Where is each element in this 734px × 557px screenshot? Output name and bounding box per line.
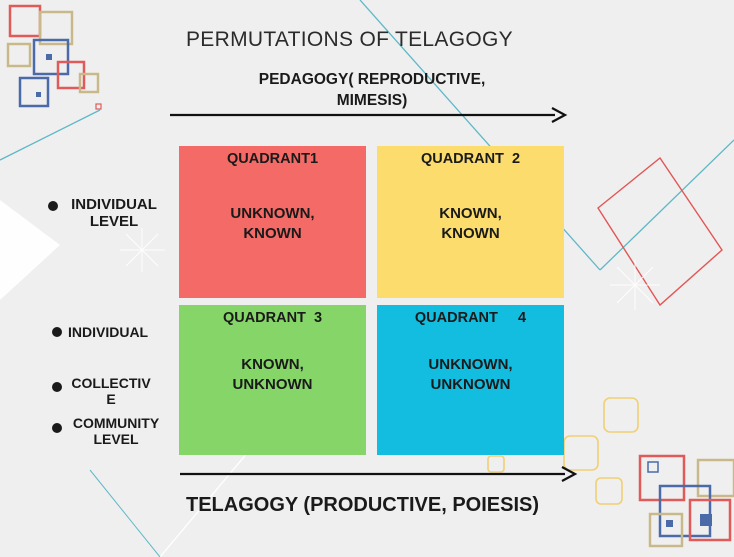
quadrant-2-line2: KNOWN [441, 225, 500, 242]
quadrant-4-title: QUADRANT 4 [414, 310, 527, 326]
row-label-collective-line2: E [106, 391, 116, 407]
row-label-collective-line1: COLLECTIV [71, 375, 151, 391]
quadrant-3-title: QUADRANT 3 [222, 310, 323, 326]
quadrant-1: QUADRANT1 UNKNOWN, KNOWN [179, 146, 366, 298]
bullet-dot [52, 382, 62, 392]
row-label-community-level-line1: COMMUNITY [72, 415, 160, 431]
bullet-dot [52, 423, 62, 433]
row-label-community-level: COMMUNITY LEVEL [66, 415, 166, 447]
quadrant-4-body: UNKNOWN, UNKNOWN [377, 355, 564, 395]
diagonal-line [89, 469, 161, 557]
bullet-dot [48, 201, 58, 211]
bottom-axis-arrow [180, 466, 578, 482]
quadrant-3: QUADRANT 3 KNOWN, UNKNOWN [179, 305, 366, 455]
quadrant-2: QUADRANT 2 KNOWN, KNOWN [377, 146, 564, 298]
quadrant-4: QUADRANT 4 UNKNOWN, UNKNOWN [377, 305, 564, 455]
quadrant-2-title: QUADRANT 2 [420, 151, 521, 167]
top-axis-label-line1: PEDAGOGY( REPRODUCTIVE, [258, 71, 486, 88]
squares-pattern-top-left [6, 4, 100, 108]
row-label-individual-level-line2: LEVEL [89, 213, 139, 230]
quadrant-2-body: KNOWN, KNOWN [377, 204, 564, 244]
bottom-axis-label: TELAGOGY (PRODUCTIVE, POIESIS) [186, 494, 540, 516]
quadrant-1-title: QUADRANT1 [226, 151, 319, 167]
bullet-dot [52, 327, 62, 337]
squares-pattern-bottom-right [638, 454, 734, 548]
quadrant-2-line1: KNOWN, [439, 205, 502, 222]
quadrant-1-line2: KNOWN [243, 225, 302, 242]
row-label-collective: COLLECTIV E [70, 375, 152, 407]
top-axis-label-line2: MIMESIS) [336, 92, 408, 109]
squares-pattern-bottom-right-dots [647, 461, 712, 527]
top-axis-label: PEDAGOGY( REPRODUCTIVE, MIMESIS) [222, 69, 522, 111]
diagonal-line [599, 139, 734, 271]
quadrant-3-line1: KNOWN, [241, 356, 304, 373]
row-label-individual-level-line1: INDIVIDUAL [71, 196, 157, 213]
row-label-individual: INDIVIDUAL [68, 324, 149, 340]
quadrant-3-line2: UNKNOWN [232, 376, 313, 393]
diagram-title: PERMUTATIONS OF TELAGOGY [186, 28, 513, 51]
diagonal-line [0, 109, 101, 161]
quadrant-4-line1: UNKNOWN, [428, 356, 513, 373]
quadrant-4-line2: UNKNOWN [430, 376, 511, 393]
row-label-community-level-line2: LEVEL [93, 431, 139, 447]
quadrant-1-body: UNKNOWN, KNOWN [179, 204, 366, 244]
quadrant-1-line1: UNKNOWN, [230, 205, 315, 222]
squares-pattern-top-left-dots [36, 54, 102, 110]
red-diamond-outline [597, 156, 723, 307]
white-diamond-shape [0, 200, 60, 300]
row-label-individual-level: INDIVIDUAL LEVEL [58, 196, 170, 230]
quadrant-3-body: KNOWN, UNKNOWN [179, 355, 366, 395]
